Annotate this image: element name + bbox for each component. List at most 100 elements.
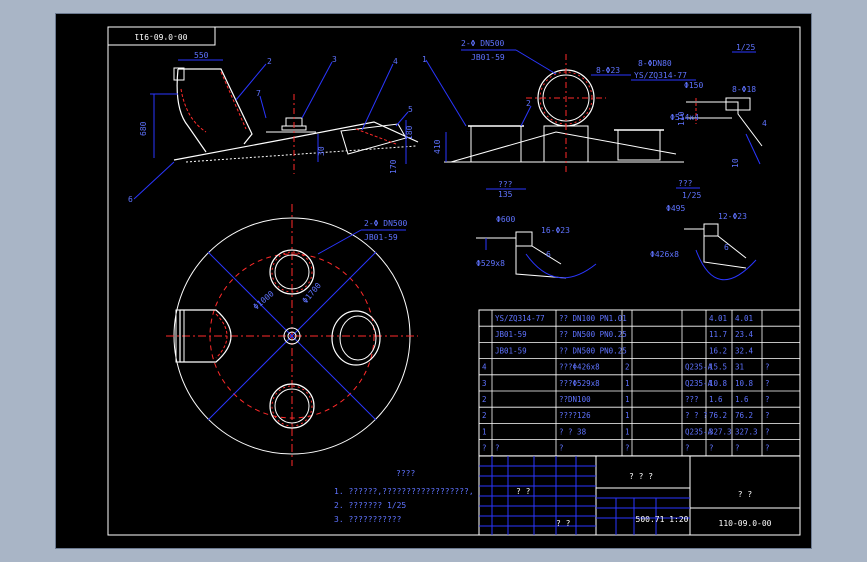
bom-cell: 1 — [625, 411, 630, 420]
bom-cell: 1 — [482, 427, 487, 436]
slope-label: 1/25 — [736, 43, 755, 52]
note-n: 2-Φ DN500 — [364, 219, 408, 228]
title-block: ? ? ? ? ? 110-09.0-00 500.71 1:20 ? ? ? … — [478, 455, 801, 536]
bom-cell: 4.01 — [735, 314, 753, 323]
bom-cell: ??? — [685, 395, 699, 404]
sign-2: ? ? — [556, 519, 571, 528]
detail-middle-right: Φ495 12-Φ23 Φ426x8 6 — [650, 204, 757, 281]
bom-cell: ? — [765, 379, 770, 388]
callout-center-2: 2 — [526, 99, 531, 108]
bom-cell: 2 — [482, 395, 487, 404]
bom-header-cell: ? — [765, 444, 770, 453]
bom-cell: ???Φ426x8 — [559, 363, 600, 372]
drawing-code: 110-09.0-00 — [719, 519, 772, 528]
note-l: 6 — [546, 250, 551, 259]
bom-cell: 1.6 — [735, 395, 749, 404]
bom-cell: ? — [765, 427, 770, 436]
phi495-label: Φ495 — [666, 204, 685, 213]
dim-110: 110 — [677, 111, 686, 126]
bom-table: YS/ZQ314-77 ?? DN100 PN1.01 4.01 4.01JB01-5… — [478, 309, 801, 457]
dim-170: 170 — [389, 159, 398, 174]
callout-2: 2 — [267, 57, 272, 66]
callout-5: 5 — [408, 105, 413, 114]
bom-cell: ??DN100 — [559, 395, 591, 404]
stamp-box — [107, 26, 216, 46]
drawing-sheet: 00-0'60-911 680 550 30 180 170 2 3 — [55, 13, 812, 549]
elevation-left: 680 550 30 180 170 2 3 4 5 6 7 — [128, 51, 419, 204]
slope-label-2: 1/25 — [682, 191, 701, 200]
bom-cell: 3 — [482, 379, 487, 388]
bom-cell: 4.01 — [709, 314, 727, 323]
bom-cell: ?? DN100 PN1.01 — [559, 314, 627, 323]
note-c: 8-Φ23 — [596, 66, 620, 75]
bom-header-cell: ? — [735, 444, 740, 453]
callout-center-1: 1 — [422, 55, 427, 64]
bom-cell: 327.3 — [709, 427, 732, 436]
drawing-title: ? ? ? — [629, 472, 653, 481]
drawing-name: ? ? — [738, 490, 753, 499]
cad-drawing: 00-0'60-911 680 550 30 180 170 2 3 — [107, 26, 801, 536]
detail-top-right: 1/25 Φ150 8-Φ18 Φ514x4 4 110 10 ??? 1/25 — [670, 43, 767, 200]
dim-180: 180 — [405, 125, 414, 140]
note-h: 16-Φ23 — [541, 226, 570, 235]
dim-550: 550 — [194, 51, 209, 60]
callout-4: 4 — [393, 57, 398, 66]
bom-header-cell: ? — [625, 444, 630, 453]
notes-title: ???? — [396, 469, 415, 478]
callout-3: 3 — [332, 55, 337, 64]
note-line-2: 2. ??????? 1/25 — [334, 501, 406, 510]
note-f: 8-Φ18 — [732, 85, 756, 94]
bom-cell: 1 — [625, 427, 630, 436]
bom-cell: ? ? ? — [685, 411, 708, 420]
note-a: 2-Φ DN500 — [461, 39, 505, 48]
note-i: Φ529x8 — [476, 259, 505, 268]
dim-mid2: ??? — [678, 179, 693, 188]
bom-cell: ????126 — [559, 411, 591, 420]
bom-cell: ? — [765, 395, 770, 404]
note-b: JB01-59 — [471, 53, 505, 62]
sign-1: ? ? — [516, 487, 531, 496]
technical-notes: ???? 1. ??????,??????????????????, 2. ??… — [334, 469, 474, 524]
bom-cell: YS/ZQ314-77 — [495, 314, 545, 323]
bom-header-cell: ? — [559, 444, 564, 453]
drawing-scale: 500.71 1:20 — [636, 515, 689, 524]
note-line-3: 3. ??????????? — [334, 515, 402, 524]
dim-30: 30 — [317, 146, 326, 156]
callout-7: 7 — [256, 89, 261, 98]
bom-cell: ?? DN500 PN0.25 — [559, 330, 627, 339]
note-j: 12-Φ23 — [718, 212, 747, 221]
bom-cell: JB01-59 — [495, 330, 527, 339]
bom-cell: 16.2 — [709, 346, 727, 355]
bom-header-cell: ? — [482, 444, 487, 453]
bom-cell: JB01-59 — [495, 346, 527, 355]
stamp-text: 00-0'60-911 — [134, 32, 187, 41]
dim-x10: 10 — [731, 158, 740, 168]
bom-cell: Q235-A — [685, 363, 713, 372]
note-g: Φ514x4 — [670, 113, 699, 122]
bom-cell: 327.3 — [735, 427, 758, 436]
elevation-center: 410 ??? 135 2-Φ DN500 JB01-59 8-Φ23 8-ΦD… — [422, 39, 696, 199]
drawing-border — [107, 26, 801, 536]
bom-cell: 23.4 — [735, 330, 754, 339]
plan-view: Φ1000 Φ1700 2-Φ DN500 JB01-59 — [166, 204, 418, 466]
bom-cell: ? ? 38 — [559, 427, 587, 436]
bom-cell: ? — [765, 411, 770, 420]
bom-cell: 11.7 — [709, 330, 727, 339]
dim-410: 410 — [433, 139, 442, 154]
bom-cell: 4 — [482, 363, 487, 372]
bom-cell: 10.8 — [735, 379, 754, 388]
bom-cell: ? — [765, 363, 770, 372]
bom-cell: Q235-A — [685, 427, 713, 436]
bom-cell: 32.4 — [735, 346, 754, 355]
bom-cell: 1 — [625, 395, 630, 404]
bom-cell: ?? DN500 PN0.25 — [559, 346, 627, 355]
bom-cell: 31 — [735, 363, 744, 372]
bom-cell: 2 — [482, 411, 487, 420]
bom-cell: 15.5 — [709, 363, 727, 372]
dim-680: 680 — [139, 121, 148, 136]
bom-cell: 1.6 — [709, 395, 723, 404]
bom-header-cell: ? — [495, 444, 500, 453]
phi150-label: Φ150 — [684, 81, 703, 90]
callout-6: 6 — [128, 195, 133, 204]
